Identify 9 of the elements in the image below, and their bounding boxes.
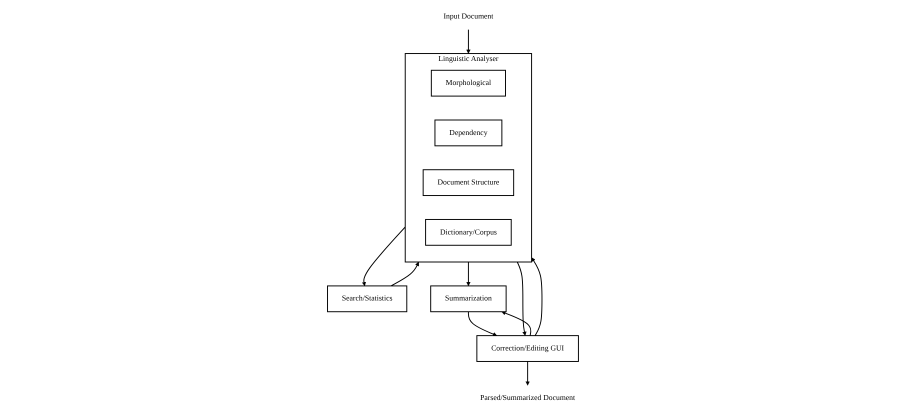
- arrow: [501, 311, 532, 336]
- arrow: [531, 257, 542, 336]
- arrow: [390, 262, 419, 286]
- arrow: [526, 360, 530, 386]
- arrow: [362, 226, 406, 286]
- arrow: [466, 262, 471, 286]
- arrow: [468, 311, 498, 336]
- arrow: [516, 262, 526, 336]
- arrow: [466, 29, 471, 54]
